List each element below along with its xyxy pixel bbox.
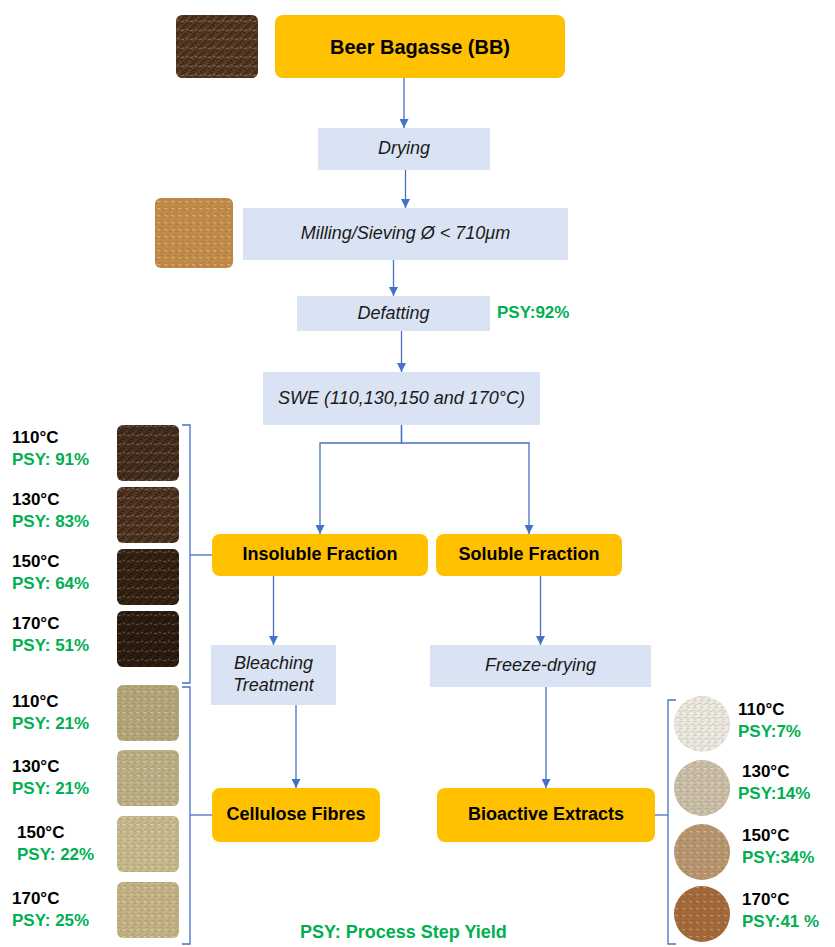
box-label: Beer Bagasse (BB) — [330, 35, 510, 59]
box-label: Insoluble Fraction — [242, 544, 397, 566]
extract-photo — [674, 696, 730, 752]
residue-photo — [117, 549, 179, 605]
temperature-label: 130°C — [12, 490, 59, 510]
bracket-leader — [655, 814, 668, 815]
process-step-box: Freeze-drying — [430, 645, 651, 687]
temperature-label: 170°C — [12, 614, 59, 634]
bagasse-photo — [176, 15, 258, 78]
yield-label: PSY: 22% — [17, 845, 94, 865]
yield-label: PSY: 91% — [12, 450, 89, 470]
temperature-label: 170°C — [12, 889, 59, 909]
milled-photo — [155, 198, 233, 268]
yield-label: PSY: 83% — [12, 512, 89, 532]
group-bracket — [668, 700, 676, 944]
product-box: Bioactive Extracts — [437, 788, 655, 842]
flow-arrow — [273, 576, 274, 645]
product-box: Beer Bagasse (BB) — [275, 15, 565, 78]
process-step-box: SWE (110,130,150 and 170°C) — [263, 372, 540, 425]
fibre-photo — [117, 882, 179, 938]
bracket-leader — [190, 814, 212, 815]
flow-arrow — [393, 260, 394, 296]
fibre-photo — [117, 816, 179, 872]
fibre-photo-texture — [117, 685, 179, 741]
flow-arrow — [402, 425, 530, 534]
flow-arrow — [403, 78, 404, 128]
fibre-photo-texture — [117, 816, 179, 872]
product-box: Insoluble Fraction — [212, 534, 428, 576]
flow-arrow — [540, 576, 541, 645]
fibre-photo — [117, 685, 179, 741]
temperature-label: 110°C — [738, 700, 785, 720]
box-label: Bleaching Treatment — [221, 653, 326, 696]
extract-photo-texture — [674, 886, 730, 942]
extract-photo — [674, 886, 730, 942]
process-step-box: Defatting — [297, 296, 490, 331]
yield-label: PSY: 21% — [12, 779, 89, 799]
box-label: Milling/Sieving Ø < 710μm — [301, 223, 510, 245]
fibre-photo-texture — [117, 750, 179, 806]
box-label: Freeze-drying — [485, 655, 596, 677]
yield-label: PSY: 51% — [12, 636, 89, 656]
temperature-label: 150°C — [742, 826, 789, 846]
fibre-photo — [117, 750, 179, 806]
extract-photo-texture — [674, 760, 730, 816]
process-step-box: Milling/Sieving Ø < 710μm — [243, 208, 568, 260]
yield-label: PSY:34% — [742, 848, 814, 868]
yield-label: PSY:14% — [738, 784, 810, 804]
process-step-box: Bleaching Treatment — [211, 645, 336, 705]
temperature-label: 170°C — [742, 890, 789, 910]
temperature-label: 130°C — [12, 757, 59, 777]
group-bracket — [182, 687, 190, 944]
yield-label: PSY: Process Step Yield — [300, 922, 507, 942]
group-bracket — [182, 425, 190, 683]
flow-arrow — [320, 425, 402, 534]
yield-label: PSY: 64% — [12, 574, 89, 594]
temperature-label: 150°C — [17, 823, 64, 843]
box-label: Soluble Fraction — [458, 544, 599, 566]
yield-label: PSY:92% — [497, 303, 569, 323]
box-label: Drying — [378, 138, 430, 160]
yield-label: PSY:7% — [738, 722, 801, 742]
fibre-photo-texture — [117, 882, 179, 938]
extract-photo-texture — [674, 824, 730, 880]
flow-arrow — [401, 331, 402, 372]
bagasse-photo-texture — [176, 15, 258, 78]
residue-photo-texture — [117, 549, 179, 605]
box-label: Defatting — [357, 303, 429, 325]
residue-photo-texture — [117, 425, 179, 481]
extract-photo — [674, 824, 730, 880]
box-label: Bioactive Extracts — [468, 804, 624, 826]
flow-arrow — [295, 705, 296, 788]
bagasse-photo — [176, 15, 258, 78]
residue-photo — [117, 611, 179, 667]
temperature-label: 130°C — [742, 762, 789, 782]
extract-photo-texture — [674, 696, 730, 752]
residue-photo — [117, 425, 179, 481]
temperature-label: 110°C — [12, 428, 59, 448]
temperature-label: 110°C — [12, 692, 59, 712]
flow-arrow — [545, 687, 546, 788]
residue-photo — [117, 487, 179, 543]
yield-label: PSY:41 % — [742, 912, 819, 932]
extract-photo — [674, 760, 730, 816]
bracket-leader — [190, 554, 212, 555]
product-box: Cellulose Fibres — [212, 788, 380, 842]
flow-arrow — [405, 170, 406, 208]
temperature-label: 150°C — [12, 552, 59, 572]
yield-label: PSY: 25% — [12, 911, 89, 931]
yield-label: PSY: 21% — [12, 714, 89, 734]
milled-photo-texture — [155, 198, 233, 268]
box-label: Cellulose Fibres — [226, 804, 365, 826]
product-box: Soluble Fraction — [436, 534, 622, 576]
milled-photo — [155, 198, 233, 268]
box-label: SWE (110,130,150 and 170°C) — [278, 388, 525, 410]
residue-photo-texture — [117, 611, 179, 667]
process-step-box: Drying — [318, 128, 490, 170]
residue-photo-texture — [117, 487, 179, 543]
